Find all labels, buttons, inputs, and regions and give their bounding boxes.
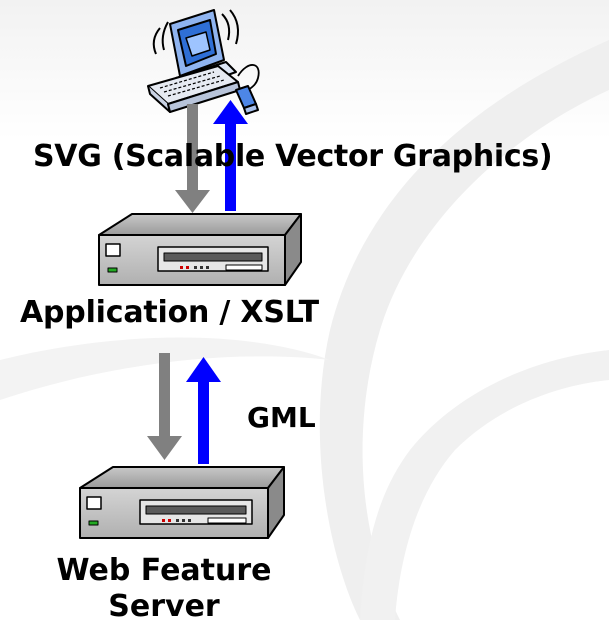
server-box-icon: [98, 213, 302, 286]
response-arrow-wfs-to-app: [186, 357, 221, 464]
server-protocol-label: GML: [247, 401, 316, 434]
application-server-label: Application / XSLT: [20, 295, 319, 330]
web-feature-server-label: Web Feature Server: [56, 553, 272, 620]
response-arrow-app-to-client: [213, 100, 248, 211]
request-arrow-app-to-wfs: [147, 353, 182, 460]
request-arrow-client-to-app: [175, 104, 210, 213]
desktop-computer-icon: [147, 9, 260, 115]
server-box-icon: [79, 466, 285, 539]
client-protocol-label: SVG (Scalable Vector Graphics): [33, 139, 553, 174]
